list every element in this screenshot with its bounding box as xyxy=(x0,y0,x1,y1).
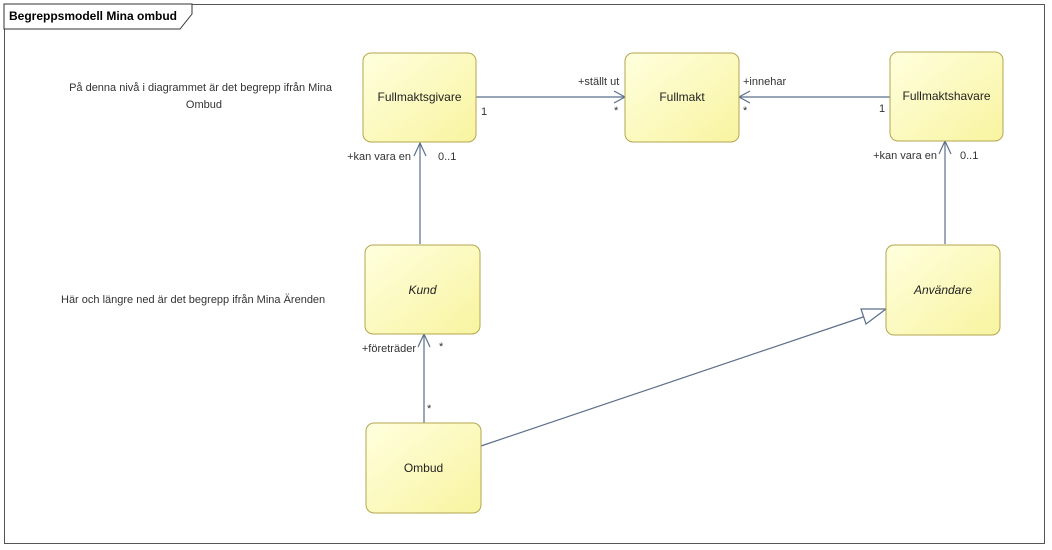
class-kund[interactable]: Kund xyxy=(364,244,481,335)
mult-fullmakt-right: * xyxy=(743,105,748,117)
class-name-fullmakt: Fullmakt xyxy=(659,90,705,104)
role-anvandare-kan-vara-en: +kan vara en xyxy=(873,150,937,162)
level-note-line-1: På denna nivå i diagrammet är det begrep… xyxy=(69,82,333,94)
class-fullmaktshavare[interactable]: Fullmaktshavare xyxy=(889,51,1004,142)
diagram-title-tab: Begreppsmodell Mina ombud xyxy=(3,3,193,30)
role-innehar: +innehar xyxy=(743,76,786,88)
role-kund-kan-vara-en: +kan vara en xyxy=(347,151,411,163)
class-name-kund: Kund xyxy=(408,283,436,297)
diagram-frame xyxy=(4,4,1045,544)
role-stallt-ut: +ställt ut xyxy=(578,76,619,88)
diagram-title: Begreppsmodell Mina ombud xyxy=(9,9,177,23)
class-name-fullmaktsgivare: Fullmaktsgivare xyxy=(377,90,461,104)
lower-note: Här och längre ned är det begrepp ifrån … xyxy=(61,294,325,306)
class-anvandare[interactable]: Användare xyxy=(885,244,1001,336)
association-havare-fullmakt[interactable]: +innehar * 1 xyxy=(737,76,890,117)
mult-ombud: * xyxy=(427,403,432,415)
mult-fullmakt-left: * xyxy=(614,105,619,117)
class-ombud[interactable]: Ombud xyxy=(365,422,482,514)
association-ombud-kund[interactable]: +företräder * * xyxy=(362,332,444,423)
generalization-ombud-anvandare[interactable] xyxy=(480,308,888,447)
association-givare-fullmakt[interactable]: 1 +ställt ut * xyxy=(476,76,627,118)
role-foretrader: +företräder xyxy=(362,343,416,355)
class-fullmakt[interactable]: Fullmakt xyxy=(624,52,740,143)
mult-kund-ombud: * xyxy=(439,341,444,353)
level-note-line-2: Ombud xyxy=(186,99,222,111)
mult-kund-givare: 0..1 xyxy=(438,151,456,163)
mult-givare: 1 xyxy=(481,106,487,118)
class-fullmaktsgivare[interactable]: Fullmaktsgivare xyxy=(362,52,477,143)
mult-havare: 1 xyxy=(879,103,885,115)
association-kund-givare[interactable]: +kan vara en 0..1 xyxy=(347,141,456,244)
association-anvandare-havare[interactable]: +kan vara en 0..1 xyxy=(873,139,978,244)
class-name-anvandare: Användare xyxy=(913,283,972,297)
class-name-ombud: Ombud xyxy=(404,461,443,475)
mult-anvandare-havare: 0..1 xyxy=(960,150,978,162)
class-name-fullmaktshavare: Fullmaktshavare xyxy=(902,89,990,103)
